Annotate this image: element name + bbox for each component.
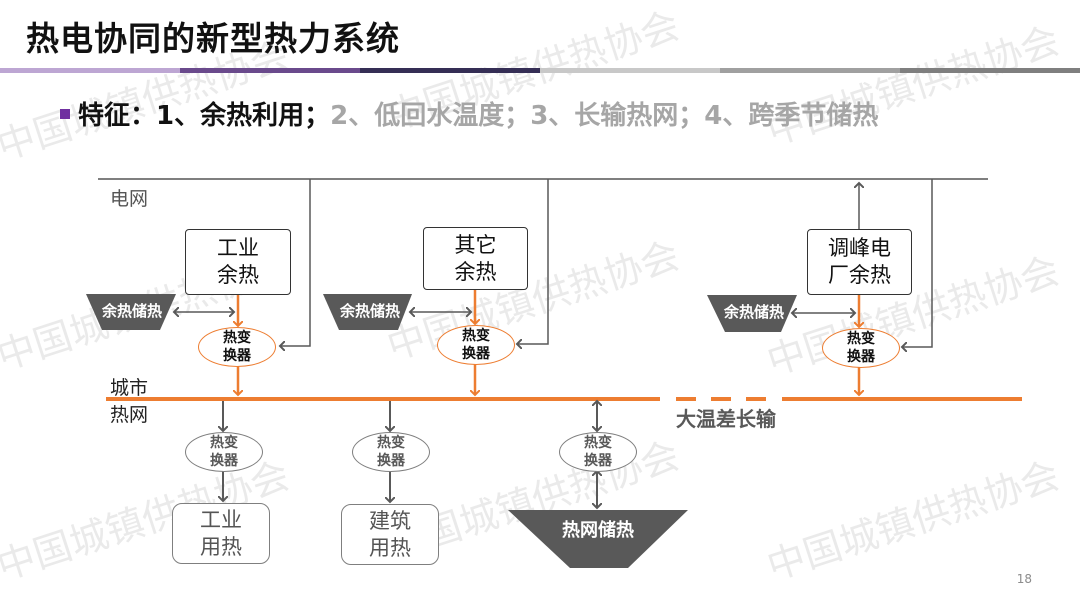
power-grid-label: 电网 — [110, 188, 149, 210]
consumer-line: 用热 — [200, 534, 242, 559]
hx-line: 热变 — [584, 435, 612, 451]
features-line: 特征：1、余热利用；2、低回水温度；3、长输热网；4、跨季节储热 — [60, 95, 878, 132]
waste-heat-storage-label: 余热储热 — [723, 303, 784, 321]
consumer-line: 建筑 — [369, 508, 411, 533]
source-line: 余热 — [217, 263, 259, 287]
city-net-label-line: 热网 — [110, 404, 149, 426]
city-net-label-line: 城市 — [110, 377, 149, 399]
header-bar-segment — [720, 68, 900, 73]
waste-heat-storage-shape — [707, 295, 797, 332]
heat-exchanger: 热变换器 — [185, 432, 263, 472]
source-line: 其它 — [454, 232, 497, 257]
header-bar-segment — [900, 68, 1080, 73]
waste-heat-storage-label: 余热储热 — [101, 302, 162, 320]
header-bar-segment — [0, 68, 180, 73]
heat-exchanger: 热变换器 — [559, 432, 637, 472]
feature-item: 3、长输热网； — [530, 101, 705, 131]
source-box-industrial-waste-heat: 工业 余热 — [185, 229, 291, 295]
page-number: 18 — [1016, 572, 1032, 586]
hx-line: 换器 — [377, 453, 405, 469]
heat-exchanger: 热变换器 — [198, 327, 276, 367]
waste-heat-storage-shape — [323, 294, 412, 330]
hx-line: 换器 — [847, 349, 875, 365]
feature-item: 1、余热利用； — [156, 101, 331, 131]
consumer-box-building-heat: 建筑 用热 — [341, 504, 439, 565]
source-box-peak-plant-waste-heat: 调峰电 厂余热 — [807, 229, 912, 295]
hx-line: 换器 — [210, 453, 238, 469]
hx-line: 热变 — [847, 331, 875, 347]
hx-line: 热变 — [377, 435, 405, 451]
hx-line: 换器 — [462, 346, 490, 362]
hx-line: 热变 — [210, 435, 238, 451]
hx-line: 换器 — [584, 453, 612, 469]
features-prefix: 特征： — [78, 101, 157, 131]
heat-exchanger: 热变换器 — [352, 432, 430, 472]
source-line: 工业 — [217, 236, 259, 260]
feature-item: 4、跨季节储热 — [704, 101, 879, 131]
page-title: 热电协同的新型热力系统 — [26, 19, 400, 58]
header-bar-segment — [360, 68, 540, 73]
consumer-line: 工业 — [200, 507, 242, 532]
source-line: 调峰电 — [828, 236, 891, 260]
waste-heat-storage-label: 余热储热 — [339, 302, 400, 320]
source-line: 厂余热 — [828, 263, 891, 287]
source-line: 余热 — [454, 259, 497, 284]
header-bar-segment — [540, 68, 720, 73]
bullet-icon — [60, 108, 70, 119]
long-distance-label: 大温差长输 — [676, 407, 776, 431]
network-storage-label: 热网储热 — [562, 520, 634, 541]
consumer-line: 用热 — [369, 535, 411, 560]
network-storage-shape — [508, 510, 688, 568]
waste-heat-storage-shape — [86, 294, 176, 330]
hx-line: 换器 — [223, 348, 251, 364]
hx-line: 热变 — [462, 328, 490, 344]
heat-exchanger: 热变换器 — [437, 325, 515, 365]
feature-item: 2、低回水温度； — [330, 101, 531, 131]
consumer-box-industrial-heat: 工业 用热 — [172, 503, 270, 564]
grid-feed-line — [280, 179, 311, 346]
source-box-other-waste-heat: 其它 余热 — [423, 227, 528, 290]
header-bar-segment — [180, 68, 360, 73]
hx-line: 热变 — [223, 330, 251, 346]
heat-exchanger: 热变换器 — [822, 328, 900, 368]
grid-feed-line — [517, 179, 549, 344]
grid-feed-line — [902, 179, 933, 347]
